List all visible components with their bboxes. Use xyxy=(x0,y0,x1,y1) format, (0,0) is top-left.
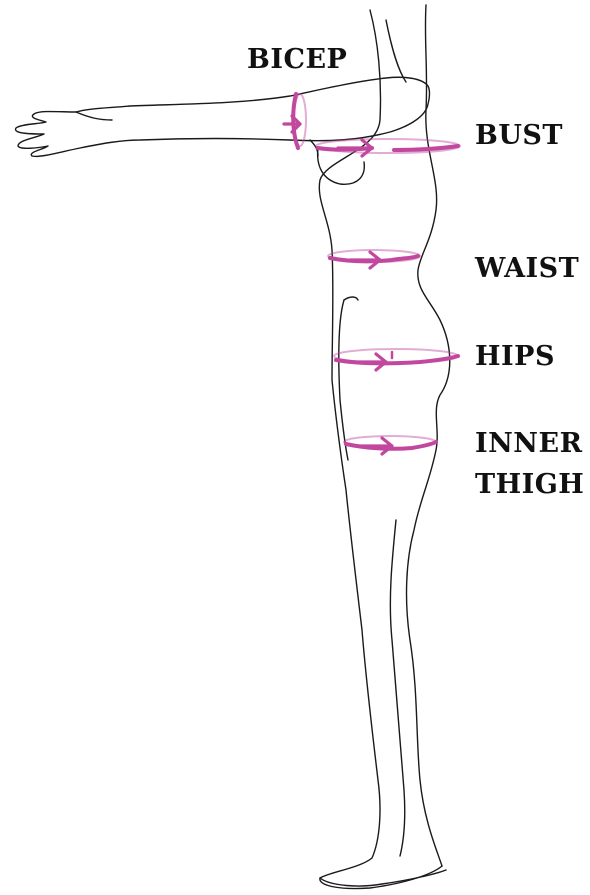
buttock-contour xyxy=(344,297,358,300)
inner-thigh-label-line1: INNER xyxy=(475,428,584,459)
inner-thigh-label-line2: THIGH xyxy=(475,469,584,500)
bust-band xyxy=(316,139,460,156)
inner-leg-contour xyxy=(339,300,348,460)
shoulder-contour xyxy=(386,20,406,82)
bust-curve xyxy=(318,148,365,184)
foot-contour xyxy=(320,870,446,886)
inner-thigh-label: INNER THIGH xyxy=(475,428,584,500)
waist-band xyxy=(328,250,420,268)
bust-label: BUST xyxy=(475,120,563,151)
hips-band xyxy=(334,349,458,370)
waist-label: WAIST xyxy=(475,253,579,284)
bicep-label: BICEP xyxy=(247,44,347,75)
front-contour xyxy=(407,5,450,866)
hips-label: HIPS xyxy=(475,341,555,372)
measure-bands xyxy=(284,94,460,454)
hand-detail xyxy=(76,112,112,120)
inner-thigh-band xyxy=(344,436,436,454)
shin-contour xyxy=(390,520,404,856)
